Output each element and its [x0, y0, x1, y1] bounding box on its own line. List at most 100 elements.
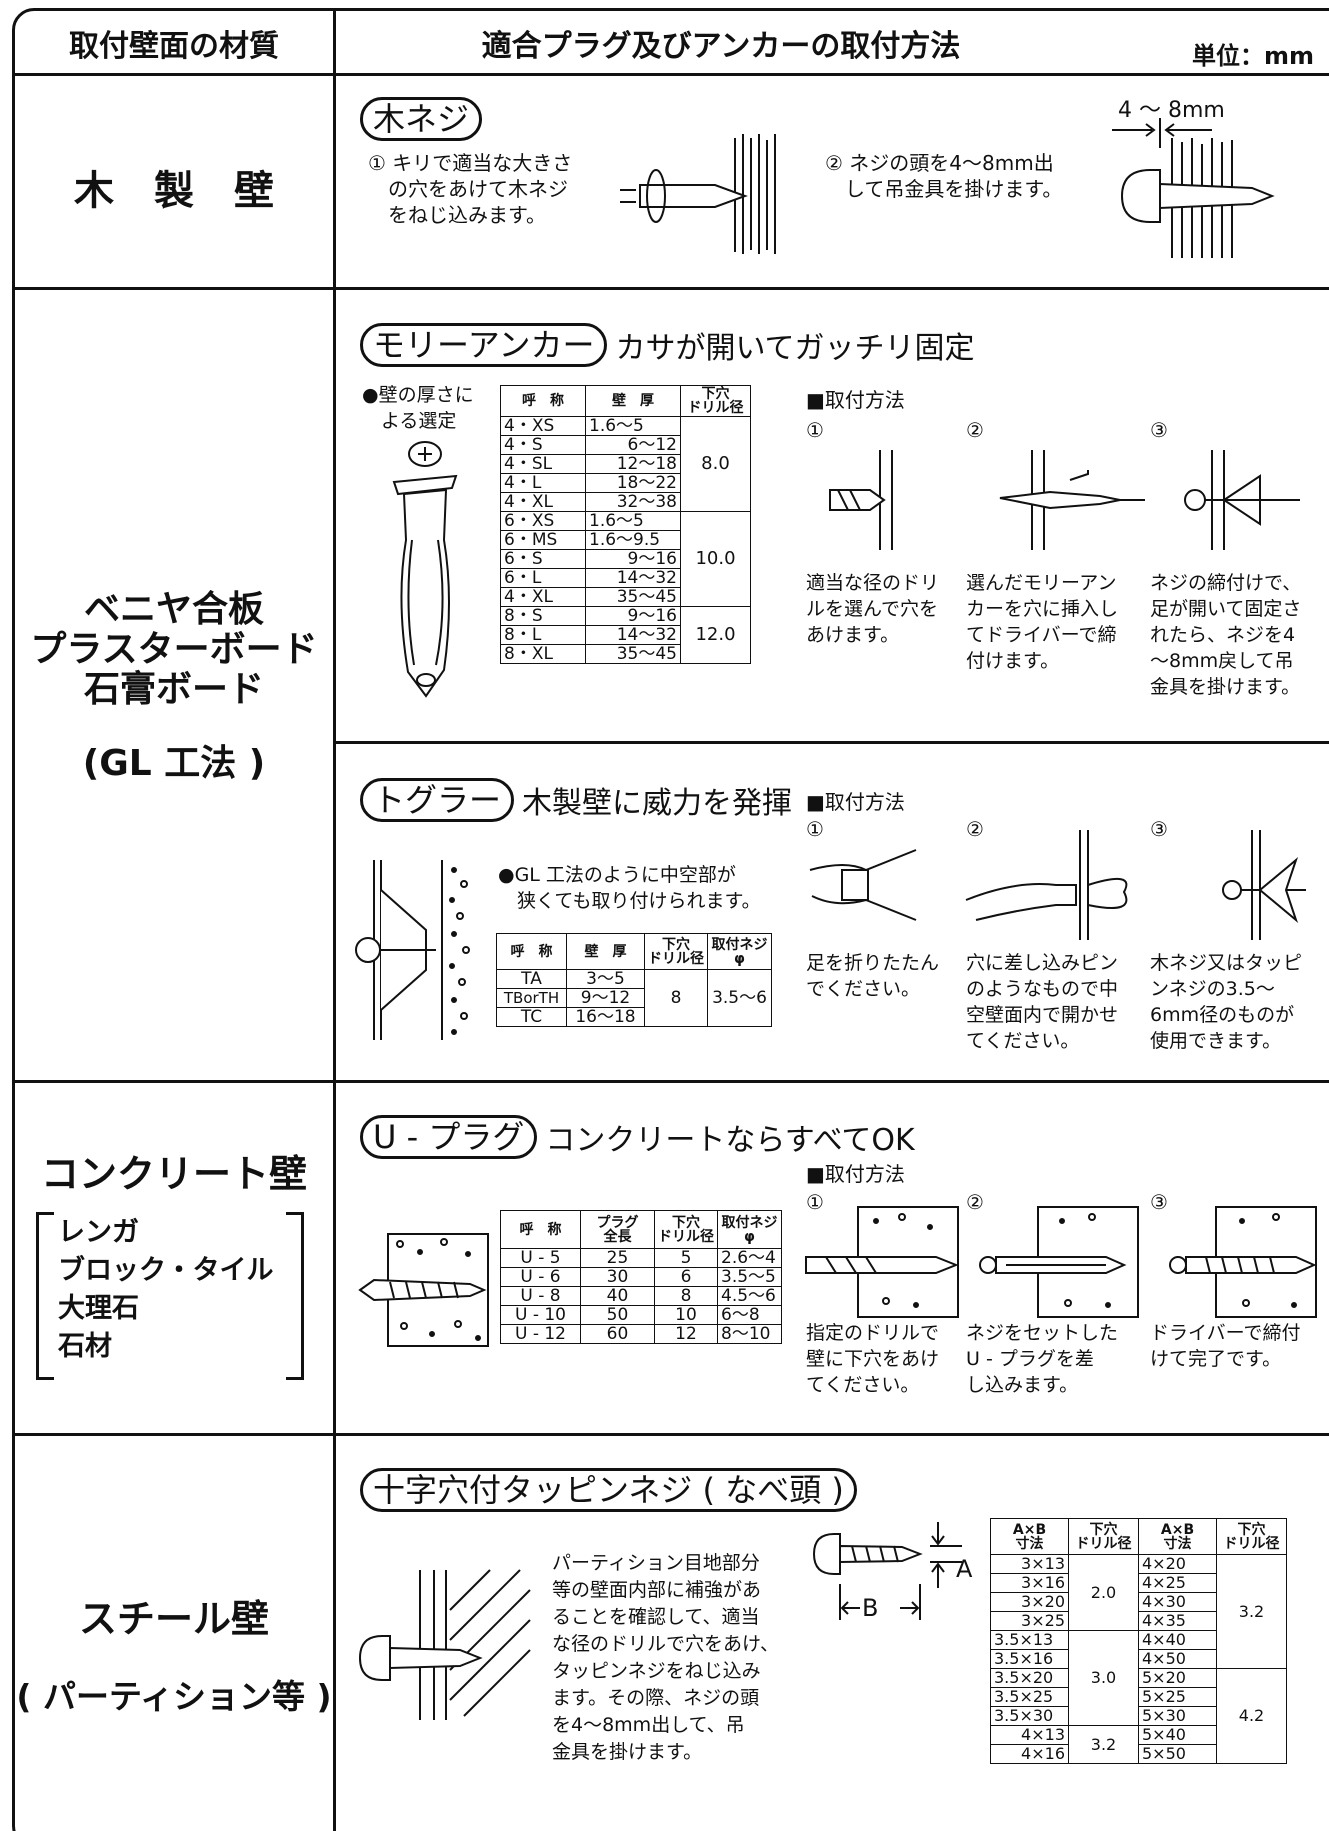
molly-table-cell: 12.0	[680, 606, 751, 664]
steel-table-cell: 3×16	[990, 1573, 1069, 1593]
steel-table-cell: 5×20	[1138, 1668, 1217, 1688]
concrete-table-cell: U - 10	[500, 1305, 581, 1325]
toggler-steps-illustration	[809, 830, 1306, 940]
concrete-step3-desc: ドライバーで締付 けて完了です。	[1150, 1322, 1301, 1370]
steel-table-cell: 3.2	[1068, 1725, 1139, 1764]
molly-table-cell: 4・SL	[500, 454, 586, 474]
molly-tagline: カサが開いてガッチリ固定	[615, 331, 975, 366]
toggler-table-cell: 3～5	[566, 969, 645, 989]
steel-title-pill: 十字穴付タッピンネジ ( なべ頭 )	[360, 1468, 857, 1512]
toggler-table-cell: TBorTH	[496, 988, 567, 1008]
steel-table-cell: 4×16	[990, 1744, 1069, 1764]
molly-table-cell: 14～32	[585, 568, 681, 588]
toggler-table-cell: TC	[496, 1007, 567, 1027]
molly-table-cell: 1.6～9.5	[585, 530, 681, 550]
molly-table-cell: 8・L	[500, 625, 586, 645]
molly-step-number: ①	[806, 418, 824, 442]
concrete-table-cell: 6～8	[717, 1305, 782, 1325]
concrete-steps-illustration	[805, 1206, 1317, 1318]
steel-screw-illustration	[358, 1569, 531, 1720]
toggler-step-number: ③	[1150, 817, 1168, 841]
molly-table-cell: 4・XL	[500, 587, 586, 607]
concrete-bracket-left	[36, 1212, 54, 1380]
concrete-bracket-right	[286, 1212, 304, 1380]
molly-table-cell: 8.0	[680, 416, 751, 512]
column-divider	[333, 8, 336, 1831]
wood-screw-drive-illustration	[620, 134, 776, 254]
row-divider	[12, 1080, 1329, 1083]
material-veneer-sub: (GL 工法 )	[82, 743, 266, 784]
unit-label: 単位：mm	[1192, 42, 1315, 70]
molly-step-number: ②	[966, 418, 984, 442]
steel-table-cell: 3×13	[990, 1554, 1069, 1574]
concrete-table-cell: 6	[654, 1267, 718, 1287]
steel-label-b: B	[862, 1594, 879, 1622]
toggler-table-header: 取付ネジ φ	[707, 933, 772, 970]
concrete-table-header: プラグ 全長	[580, 1210, 655, 1249]
wood-step2-text: ② ネジの頭を4～8mm出 して吊金具を掛けます。	[825, 151, 1063, 201]
concrete-table-cell: U - 12	[500, 1324, 581, 1344]
steel-table-cell: 4.2	[1216, 1668, 1287, 1764]
toggler-step1-desc: 足を折りたたん でください。	[806, 952, 940, 1000]
steel-table-cell: 4×35	[1138, 1611, 1217, 1631]
molly-table-cell: 1.6～5	[585, 416, 681, 436]
molly-table-cell: 6・XS	[500, 511, 586, 531]
concrete-step2-desc: ネジをセットした U - プラグを差 し込みます。	[966, 1322, 1119, 1396]
molly-table-cell: 6～12	[585, 435, 681, 455]
material-concrete: コンクリート壁	[40, 1152, 307, 1196]
concrete-step-number: ②	[966, 1190, 984, 1214]
molly-table-cell: 9～16	[585, 549, 681, 569]
steel-table-cell: 3.5×16	[990, 1649, 1069, 1669]
concrete-table-cell: 3.5～5	[717, 1267, 782, 1287]
molly-table-cell: 4・S	[500, 435, 586, 455]
steel-table-cell: 3.5×30	[990, 1706, 1069, 1726]
steel-title-row: 十字穴付タッピンネジ ( なべ頭 )	[360, 1468, 865, 1512]
toggler-table-cell: 3.5～6	[707, 969, 772, 1027]
concrete-sub-item: ブロック・タイル	[58, 1255, 274, 1286]
row-divider	[12, 1433, 1329, 1436]
molly-table-cell: 8・XL	[500, 644, 586, 664]
concrete-method-label: ■取付方法	[806, 1162, 905, 1186]
material-steel-sub: ( パーティション等 )	[16, 1677, 332, 1716]
concrete-sub-item: 大理石	[58, 1293, 139, 1324]
steel-desc: パーティション目地部分 等の壁面内部に補強があ ることを確認して、適当 な径のド…	[552, 1552, 780, 1763]
concrete-table-header: 下穴 ドリル径	[654, 1210, 718, 1249]
toggler-table-cell: 16～18	[566, 1007, 645, 1027]
concrete-sub-list: レンガ ブロック・タイル 大理石 石材	[58, 1214, 273, 1366]
toggler-title-row: トグラー木製壁に威力を発揮	[360, 778, 792, 822]
molly-step1-desc: 適当な径のドリ ルを選んで穴を あけます。	[806, 572, 940, 646]
steel-table-cell: 3×25	[990, 1611, 1069, 1631]
row-divider	[12, 73, 1329, 76]
molly-table-cell: 6・S	[500, 549, 586, 569]
molly-table-cell: 9～16	[585, 606, 681, 626]
concrete-table-cell: 50	[580, 1305, 655, 1325]
steel-table-cell: 4×40	[1138, 1630, 1217, 1650]
steel-table-cell: 5×25	[1138, 1687, 1217, 1707]
concrete-table-cell: 40	[580, 1286, 655, 1306]
toggler-table-header: 呼 称	[496, 933, 567, 970]
concrete-table-cell: 2.6～4	[717, 1248, 782, 1268]
concrete-table-header: 取付ネジ φ	[717, 1210, 782, 1249]
wood-step1-text: ① キリで適当な大きさ の穴をあけて木ネジ をねじ込みます。	[368, 151, 573, 227]
concrete-sub-item: レンガ	[58, 1217, 139, 1248]
steel-table-cell: 5×40	[1138, 1725, 1217, 1745]
molly-table-header: 呼 称	[500, 385, 586, 417]
molly-select-note: ●壁の厚さに よる選定	[362, 384, 474, 432]
steel-table-header: 下穴 ドリル径	[1216, 1518, 1287, 1555]
concrete-table-cell: U - 6	[500, 1267, 581, 1287]
row-divider	[12, 287, 1329, 290]
molly-table-cell: 4・XS	[500, 416, 586, 436]
toggler-table-header: 下穴 ドリル径	[644, 933, 708, 970]
steel-table-cell: 4×20	[1138, 1554, 1217, 1574]
concrete-table-cell: 30	[580, 1267, 655, 1287]
steel-table-cell: 3×20	[990, 1592, 1069, 1612]
concrete-table-cell: 60	[580, 1324, 655, 1344]
toggler-table-cell: 8	[644, 969, 708, 1027]
molly-table-cell: 18～22	[585, 473, 681, 493]
steel-table-cell: 5×30	[1138, 1706, 1217, 1726]
steel-table-header: A×B 寸法	[1138, 1518, 1217, 1555]
steel-table-cell: 3.5×25	[990, 1687, 1069, 1707]
molly-table-cell: 4・XL	[500, 492, 586, 512]
